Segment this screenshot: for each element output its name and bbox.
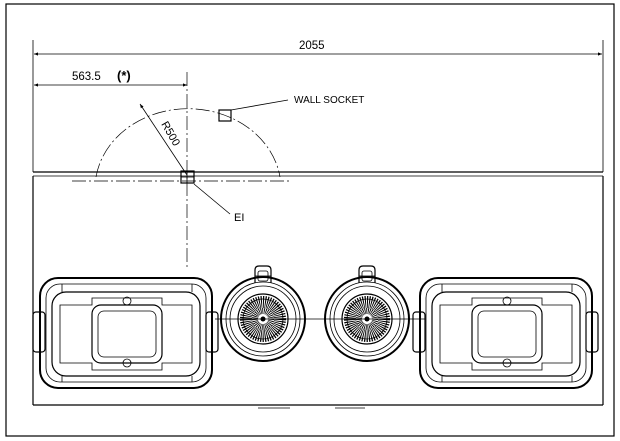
dimension-total-width: 2055	[32, 40, 604, 172]
basin-left	[32, 277, 219, 389]
outer-frame	[5, 3, 615, 437]
dimension-offset: 563.5 (*)	[34, 68, 187, 87]
strainer-right	[344, 296, 390, 342]
offset-label: 563.5	[72, 71, 101, 83]
offset-note: (*)	[117, 68, 131, 83]
wall-socket-symbol	[218, 109, 232, 122]
basin-right	[412, 277, 599, 389]
strainer-left	[240, 296, 286, 342]
drain-right	[324, 265, 410, 362]
ei-label: EI	[234, 212, 244, 224]
ei-socket: EI	[180, 170, 244, 224]
wall-line	[33, 171, 603, 177]
drain-left	[220, 265, 306, 362]
wall-socket: WALL SOCKET	[218, 95, 364, 122]
total-width-label: 2055	[299, 40, 325, 52]
wall-socket-label: WALL SOCKET	[294, 95, 364, 106]
radius-label: R500	[158, 120, 182, 149]
